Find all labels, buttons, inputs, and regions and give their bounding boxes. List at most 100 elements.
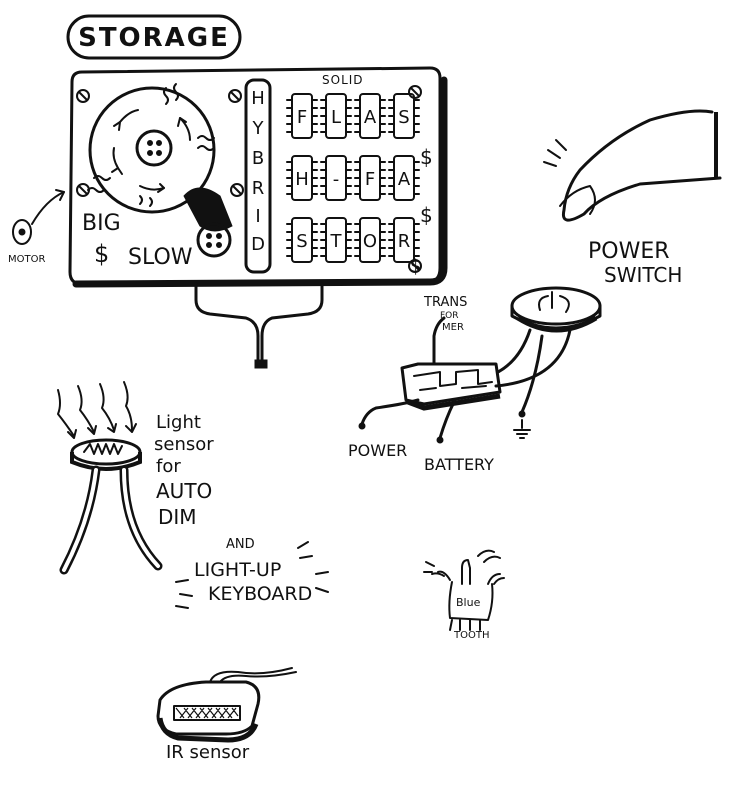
transformer-label-line1: TRANS (423, 295, 467, 310)
hdd-label-slow: SLOW (128, 245, 193, 270)
ir-sensor (156, 667, 297, 743)
bluetooth-pins (449, 619, 481, 631)
flash-chip: S (388, 93, 420, 139)
ground-icon (513, 419, 531, 439)
screw-icon (408, 259, 422, 273)
transformer-lead (432, 316, 446, 366)
bluetooth-antenna (461, 559, 471, 585)
ground-lead (520, 334, 544, 414)
hdd-label-big: BIG (82, 211, 121, 236)
hybrid-letter: H (251, 88, 265, 109)
flash-chip: H (286, 155, 318, 201)
motor-arrow-icon (31, 191, 65, 225)
rotation-arrow-icon (139, 185, 165, 191)
hybrid-letter: I (255, 206, 260, 227)
screw-icon (76, 89, 90, 103)
screw-icon (408, 85, 422, 99)
transformer-label-line2: FOR (440, 311, 459, 321)
storage-title-group: STORAGE (66, 14, 242, 60)
bluetooth-label-line1: Blue (456, 596, 481, 609)
flash-chip-letter: L (331, 107, 341, 128)
signal-waves-icon (477, 549, 501, 563)
hdd-label-dollar: $ (94, 240, 109, 268)
motor-label: MOTOR (8, 254, 45, 265)
hybrid-drive-strip: H Y B R I D (244, 78, 272, 274)
flash-chip: A (354, 93, 386, 139)
finger-outline (561, 109, 722, 222)
light-up-keyboard-line2: KEYBOARD (208, 583, 312, 605)
light-ray-icon (57, 381, 137, 439)
dollar-mark: $ (420, 203, 433, 227)
platter-disc (88, 86, 216, 214)
read-arm-head (183, 187, 233, 232)
flash-chip-letter: F (365, 169, 375, 190)
switch-lead (494, 328, 572, 388)
fingernail (559, 185, 596, 215)
flash-chip: T (320, 217, 352, 263)
ir-sensor-label: IR sensor (166, 742, 250, 763)
transformer-board-outline (400, 362, 502, 406)
sensor-element (83, 443, 123, 455)
light-sensor-label-line4: AUTO (156, 479, 212, 503)
storage-case-shadow (72, 76, 448, 288)
light-sensor (57, 381, 163, 575)
power-switch-button (510, 286, 602, 333)
ir-sensor-cable (209, 667, 293, 683)
solid-label: SOLID (322, 73, 364, 87)
motion-lines-icon (543, 139, 567, 167)
battery-lead (438, 400, 456, 440)
switch-lead (496, 328, 532, 374)
light-sensor-label-line2: sensor (154, 434, 214, 455)
storage-title: STORAGE (78, 23, 230, 53)
flash-chip-letter: S (296, 231, 307, 252)
light-sensor-label-line3: for (156, 456, 181, 477)
light-up-keyboard-line1: LIGHT-UP (194, 559, 281, 581)
and-label: AND (226, 537, 255, 552)
flash-chip-letter: F (297, 107, 307, 128)
storage-title-bubble (66, 14, 242, 60)
flash-chip: L (320, 93, 352, 139)
rotation-arrow-icon (119, 109, 139, 123)
power-symbol-icon (538, 291, 570, 313)
switch-top (510, 286, 602, 326)
light-sensor-label-line5: DIM (158, 505, 197, 529)
transformer-label-line3: MER (442, 322, 464, 333)
flash-chip-letter: - (333, 169, 340, 190)
sparkle-lines-icon (175, 541, 329, 609)
circuit-trace (413, 369, 493, 387)
flash-chip-letter: H (295, 169, 309, 190)
rotation-arrow-icon (112, 147, 119, 169)
signal-waves-icon (423, 561, 435, 573)
bluetooth-chip-body (448, 581, 494, 621)
dollar-mark: $ (420, 145, 433, 169)
arm-pivot (196, 222, 232, 258)
finger-press-icon (543, 109, 722, 222)
platter-spindle (135, 129, 173, 167)
hybrid-letter: B (252, 148, 264, 169)
storage-cable-y (194, 282, 324, 364)
transformer-battery-label: BATTERY (424, 455, 494, 474)
flash-chip-letter: A (364, 107, 377, 128)
bluetooth-label-line2: TOOTH (453, 630, 489, 641)
ir-sensor-window (173, 705, 241, 721)
flash-chip: F (286, 93, 318, 139)
flash-chip: R (388, 217, 420, 263)
storage-cable-plug (254, 359, 268, 369)
flash-chip: A (388, 155, 420, 201)
power-switch-label-line1: POWER (588, 239, 670, 264)
light-sensor-label-line1: Light (156, 412, 201, 433)
transformer-board (358, 316, 572, 444)
read-write-arm (183, 187, 233, 258)
power-lead (360, 398, 420, 426)
flash-chip-letter: A (398, 169, 411, 190)
flash-chip: - (320, 155, 352, 201)
flash-chip-letter: O (363, 231, 377, 252)
transformer-power-label: POWER (348, 441, 407, 460)
screw-icon (230, 183, 244, 197)
bluetooth-module (423, 549, 505, 631)
hard-disk-platter (87, 83, 216, 214)
flash-chip: O (354, 217, 386, 263)
